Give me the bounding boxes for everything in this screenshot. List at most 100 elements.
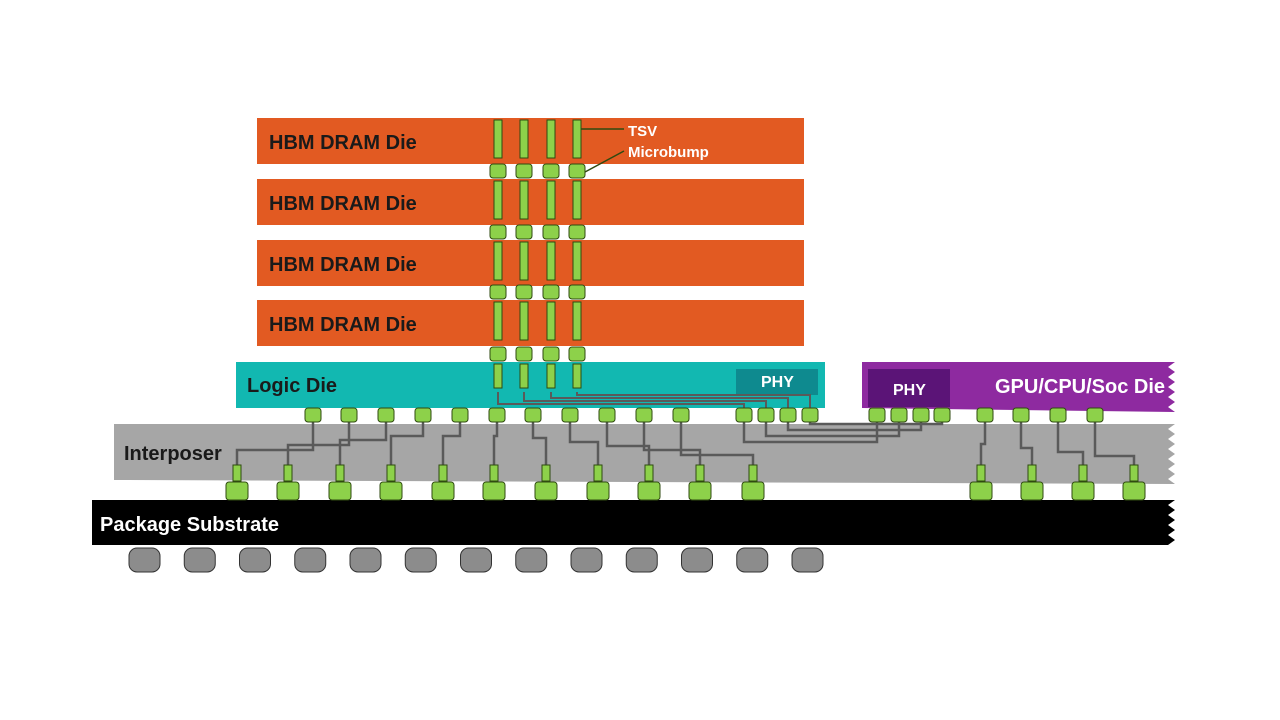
tsv-label: TSV bbox=[628, 123, 657, 140]
phy-link-wire bbox=[742, 421, 879, 444]
interposer-via bbox=[644, 464, 654, 482]
interposer-wire bbox=[338, 421, 388, 467]
phy-micro-bump bbox=[779, 407, 797, 423]
soc-phy-micro-bump bbox=[868, 407, 886, 423]
c4-bump bbox=[225, 481, 249, 501]
solder-ball bbox=[183, 547, 216, 573]
tsv bbox=[519, 241, 529, 281]
c4-bump bbox=[741, 481, 765, 501]
logic-route bbox=[497, 392, 745, 408]
solder-ball bbox=[515, 547, 548, 573]
tsv bbox=[519, 363, 529, 389]
micro-bump bbox=[377, 407, 395, 423]
microbump bbox=[515, 224, 533, 240]
interposer-via bbox=[1078, 464, 1088, 482]
dram-die-label-2: HBM DRAM Die bbox=[269, 193, 417, 215]
phy-link-wire bbox=[764, 421, 901, 438]
tsv bbox=[546, 119, 556, 159]
interposer-wire bbox=[286, 421, 351, 467]
interposer-wire bbox=[568, 421, 600, 467]
dram-die-3 bbox=[257, 240, 804, 286]
micro-bump bbox=[340, 407, 358, 423]
package-substrate-body bbox=[92, 500, 1175, 545]
microbump bbox=[568, 163, 586, 179]
callouts bbox=[581, 128, 625, 173]
interposer-via bbox=[1129, 464, 1139, 482]
c4-bump bbox=[969, 481, 993, 501]
micro-bump bbox=[524, 407, 542, 423]
tsv bbox=[572, 301, 582, 341]
c4-bump bbox=[482, 481, 506, 501]
dram-die-label-4: HBM DRAM Die bbox=[269, 314, 417, 336]
phy-micro-bump bbox=[801, 407, 819, 423]
microbump bbox=[568, 346, 586, 362]
micro-bump bbox=[304, 407, 322, 423]
dram-die-label-3: HBM DRAM Die bbox=[269, 254, 417, 276]
interposer-wire bbox=[1019, 421, 1034, 467]
package-substrate bbox=[92, 500, 1175, 545]
tsv-columns bbox=[489, 119, 586, 389]
interposer-label: Interposer bbox=[124, 443, 222, 465]
interposer-wire bbox=[492, 421, 499, 467]
soc-phy-micro-bump bbox=[890, 407, 908, 423]
tsv bbox=[546, 301, 556, 341]
microbump bbox=[542, 346, 560, 362]
micro-bump bbox=[635, 407, 653, 423]
c4-bump bbox=[328, 481, 352, 501]
tsv bbox=[493, 301, 503, 341]
tsv bbox=[572, 363, 582, 389]
c4-bump bbox=[534, 481, 558, 501]
microbump bbox=[542, 284, 560, 300]
bumps bbox=[225, 407, 1146, 501]
interposer-via bbox=[283, 464, 293, 482]
logic-route bbox=[576, 392, 811, 408]
logic-phy-block bbox=[736, 369, 818, 395]
interposer-wire bbox=[1093, 421, 1136, 467]
interposer-via bbox=[438, 464, 448, 482]
microbump-label: Microbump bbox=[628, 144, 709, 161]
microbump-leader bbox=[584, 150, 625, 173]
microbump bbox=[542, 224, 560, 240]
tsv bbox=[493, 180, 503, 220]
dram-stack bbox=[257, 118, 804, 346]
c4-bump bbox=[379, 481, 403, 501]
dram-die-label-1: HBM DRAM Die bbox=[269, 132, 417, 154]
solder-ball bbox=[294, 547, 327, 573]
solder-ball bbox=[625, 547, 658, 573]
interposer-wire bbox=[979, 421, 987, 467]
interposer-via bbox=[593, 464, 603, 482]
interposer-via bbox=[695, 464, 705, 482]
interposer-via bbox=[541, 464, 551, 482]
logic-die bbox=[236, 362, 825, 408]
microbump bbox=[489, 346, 507, 362]
microbump bbox=[568, 224, 586, 240]
c4-bump bbox=[1071, 481, 1095, 501]
microbump bbox=[489, 163, 507, 179]
micro-bump bbox=[488, 407, 506, 423]
soc-micro-bump bbox=[1049, 407, 1067, 423]
interposer-wire bbox=[531, 421, 548, 467]
micro-bump bbox=[451, 407, 469, 423]
c4-bump bbox=[276, 481, 300, 501]
micro-bump bbox=[561, 407, 579, 423]
microbump bbox=[489, 224, 507, 240]
solder-ball bbox=[128, 547, 161, 573]
interposer-wire bbox=[642, 421, 702, 467]
tsv bbox=[572, 180, 582, 220]
soc-die bbox=[862, 362, 1175, 412]
interposer-via bbox=[976, 464, 986, 482]
logic-phy-label: PHY bbox=[761, 374, 794, 391]
logic-route bbox=[523, 392, 767, 408]
c4-bump bbox=[637, 481, 661, 501]
soc-phy-micro-bump bbox=[912, 407, 930, 423]
soc-phy-block bbox=[868, 369, 950, 407]
soc-phy-label: PHY bbox=[893, 382, 926, 399]
interposer-via bbox=[1027, 464, 1037, 482]
tsv bbox=[546, 363, 556, 389]
interposer-via bbox=[748, 464, 758, 482]
solder-ball bbox=[570, 547, 603, 573]
soc-micro-bump bbox=[1012, 407, 1030, 423]
c4-bump bbox=[431, 481, 455, 501]
interposer-wire bbox=[605, 421, 651, 467]
